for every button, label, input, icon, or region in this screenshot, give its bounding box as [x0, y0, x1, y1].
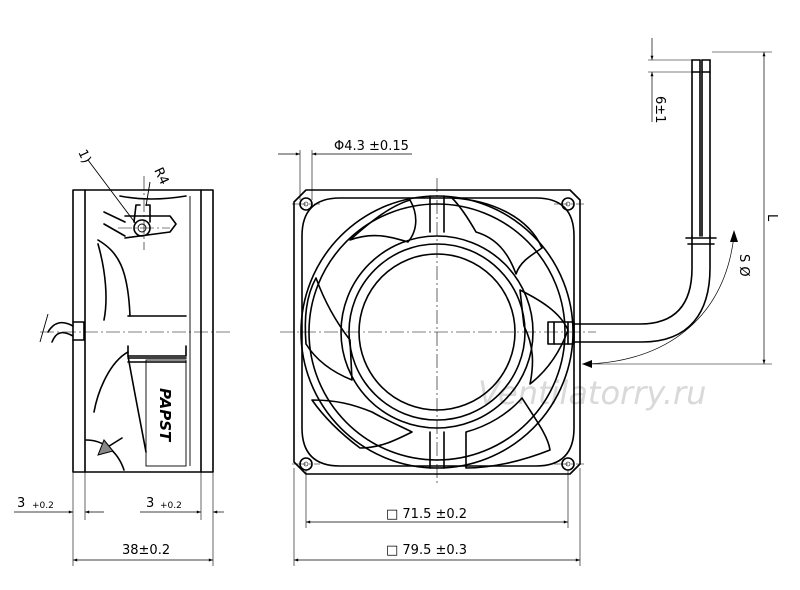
dim-cable-arrow [730, 230, 738, 242]
side-lug [124, 215, 177, 239]
note-leader [87, 159, 137, 225]
dim-hole-diameter: Φ4.3 ±0.15 [334, 139, 409, 154]
front-cable-tab [553, 321, 569, 345]
side-cable-exit [72, 321, 85, 341]
front-view: Φ4.3 ±0.15 □ 71.5 ±0.2 □ 79.5 ±0.3 [278, 139, 596, 566]
dim-cable-arrow [582, 360, 592, 368]
cable-lead [691, 59, 701, 237]
cable-sheath [573, 235, 711, 343]
dim-flange-left-tol: +0.2 [32, 501, 54, 511]
side-cable [51, 331, 74, 343]
front-blade [311, 399, 413, 449]
front-strut-bottom [429, 431, 445, 469]
side-blade-curve [97, 239, 131, 317]
front-cable-tab [547, 321, 575, 345]
front-blade [349, 199, 417, 243]
side-blade-curve [119, 195, 187, 200]
watermark-text: Ventilatorry.ru [478, 374, 706, 412]
dim-flange-right: 3 [146, 496, 154, 511]
side-hub [127, 345, 187, 357]
cable-ring [685, 237, 717, 245]
side-cable-break [39, 313, 49, 343]
radius-leader [145, 181, 151, 207]
side-blade-curve [93, 351, 129, 413]
airflow-arrow-icon [97, 439, 114, 456]
dim-inner-square: □ 71.5 ±0.2 [386, 507, 467, 522]
front-strut-top [429, 195, 445, 233]
front-frame-outline [293, 189, 581, 475]
front-inner-frame [301, 197, 575, 467]
front-blade [465, 397, 551, 469]
front-blade [304, 277, 353, 381]
cable-sheath [573, 235, 693, 325]
side-cable [47, 321, 74, 333]
brand-label: PAPST [156, 388, 174, 443]
dim-strip: 6±1 [652, 96, 667, 123]
dim-cable-diameter: S Ø [736, 254, 751, 277]
dim-flange-left: 3 [17, 496, 25, 511]
cable-lead [701, 59, 711, 237]
note-label: 1) [74, 147, 93, 165]
dim-outer-square: □ 79.5 ±0.3 [386, 543, 467, 558]
side-label-panel [145, 359, 187, 467]
side-view: PAPST 1) R4 3 +0.2 [14, 147, 230, 566]
side-blade-curve [127, 355, 147, 453]
dim-flange-right-tol: +0.2 [160, 501, 182, 511]
dim-length: L [764, 214, 779, 222]
front-blade [451, 197, 543, 275]
cable: 6±1 L S Ø [573, 38, 779, 368]
side-lug-slot [133, 204, 151, 223]
side-blade-curve [97, 243, 107, 321]
radius-label: R4 [150, 165, 171, 187]
dim-cable-arc [585, 235, 735, 365]
front-blade [519, 289, 569, 385]
dim-depth: 38±0.2 [122, 543, 170, 558]
side-hub [127, 357, 187, 363]
side-lug [103, 211, 126, 237]
